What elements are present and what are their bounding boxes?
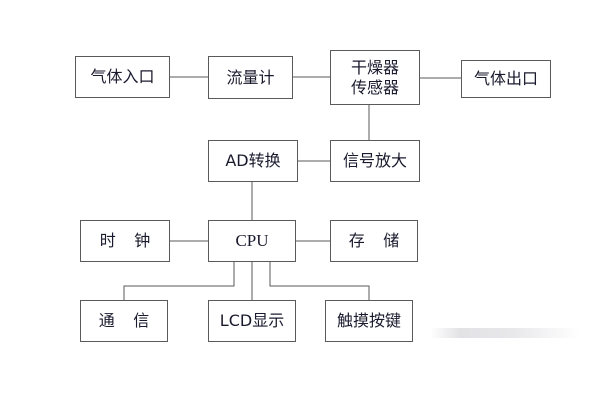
node-storage[interactable]: 存 储 — [330, 220, 418, 262]
node-cpu-label: CPU — [235, 231, 269, 251]
node-touch-keys[interactable]: 触摸按键 — [325, 300, 413, 342]
node-cpu[interactable]: CPU — [208, 220, 296, 262]
node-dryer-sensor[interactable]: 干燥器 传感器 — [330, 50, 420, 105]
node-clock-label: 时 钟 — [99, 231, 157, 250]
node-signal-amplifier-label: 信号放大 — [342, 151, 407, 170]
node-gas-inlet-label: 气体入口 — [90, 67, 155, 86]
connector-cpu-to-touch-keys — [269, 262, 370, 300]
node-dryer-sensor-label: 干燥器 — [350, 57, 399, 77]
node-communication[interactable]: 通 信 — [80, 300, 168, 342]
node-lcd-display[interactable]: LCD显示 — [208, 300, 296, 342]
node-gas-inlet[interactable]: 气体入口 — [75, 56, 170, 98]
node-gas-outlet-label: 气体出口 — [473, 69, 538, 88]
node-gas-outlet[interactable]: 气体出口 — [461, 60, 551, 98]
node-signal-amplifier[interactable]: 信号放大 — [330, 140, 420, 182]
node-flow-meter-label: 流量计 — [226, 67, 275, 87]
connector-cpu-to-communication — [123, 262, 235, 300]
node-flow-meter[interactable]: 流量计 — [208, 56, 293, 99]
watermark — [430, 328, 580, 338]
node-communication-label: 通 信 — [98, 311, 156, 330]
node-ad-converter[interactable]: AD转换 — [208, 140, 298, 182]
node-dryer-sensor-label-2: 传感器 — [350, 77, 399, 97]
node-touch-keys-label: 触摸按键 — [336, 311, 401, 330]
node-lcd-display-label: LCD显示 — [219, 311, 285, 330]
node-clock[interactable]: 时 钟 — [80, 220, 170, 262]
node-storage-label: 存 储 — [348, 231, 406, 250]
node-ad-converter-label: AD转换 — [225, 151, 281, 170]
